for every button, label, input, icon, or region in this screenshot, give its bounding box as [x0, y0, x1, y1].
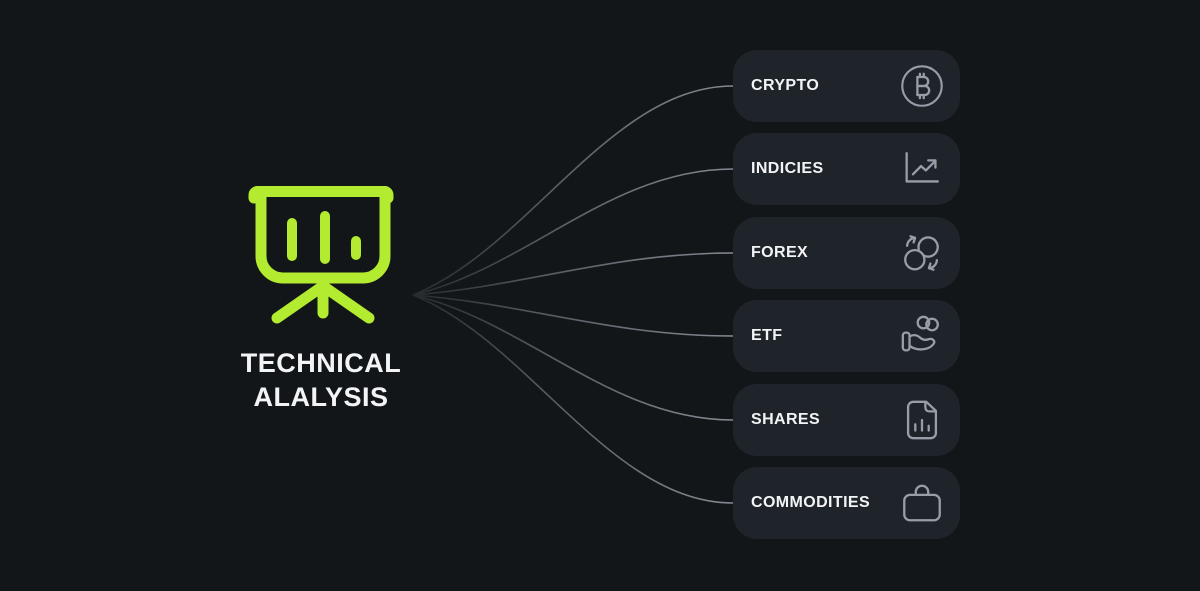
hand-coins-icon: [901, 315, 939, 352]
card-commodities[interactable]: COMMODITIES: [733, 466, 960, 539]
root-title: TECHNICAL ALALYSIS: [241, 346, 402, 414]
card-etf[interactable]: ETF: [733, 300, 960, 373]
card-label: SHARES: [751, 410, 821, 428]
bitcoin-icon: [901, 65, 943, 107]
document-chart-icon: [906, 400, 938, 439]
card-indicies[interactable]: INDICIES: [733, 133, 960, 206]
card-shares[interactable]: SHARES: [733, 383, 960, 456]
root-title-line2: ALALYSIS: [253, 382, 389, 412]
currency-exchange-icon: [904, 234, 939, 271]
card-label: FOREX: [751, 243, 809, 261]
briefcase-icon: [903, 484, 941, 522]
card-label: CRYPTO: [751, 77, 820, 94]
card-forex[interactable]: FOREX: [733, 216, 960, 289]
card-crypto[interactable]: CRYPTO: [733, 50, 960, 122]
card-label: COMMODITIES: [751, 493, 871, 511]
cards-column: CRYPTO INDICIES FOREX: [733, 50, 960, 539]
card-label: ETF: [751, 327, 783, 345]
root-node: TECHNICAL ALALYSIS: [160, 182, 482, 414]
root-title-line1: TECHNICAL: [240, 348, 402, 378]
card-label: INDICIES: [751, 160, 824, 178]
presentation-bar-chart-icon: [248, 186, 394, 324]
chart-line-up-icon: [905, 152, 939, 183]
